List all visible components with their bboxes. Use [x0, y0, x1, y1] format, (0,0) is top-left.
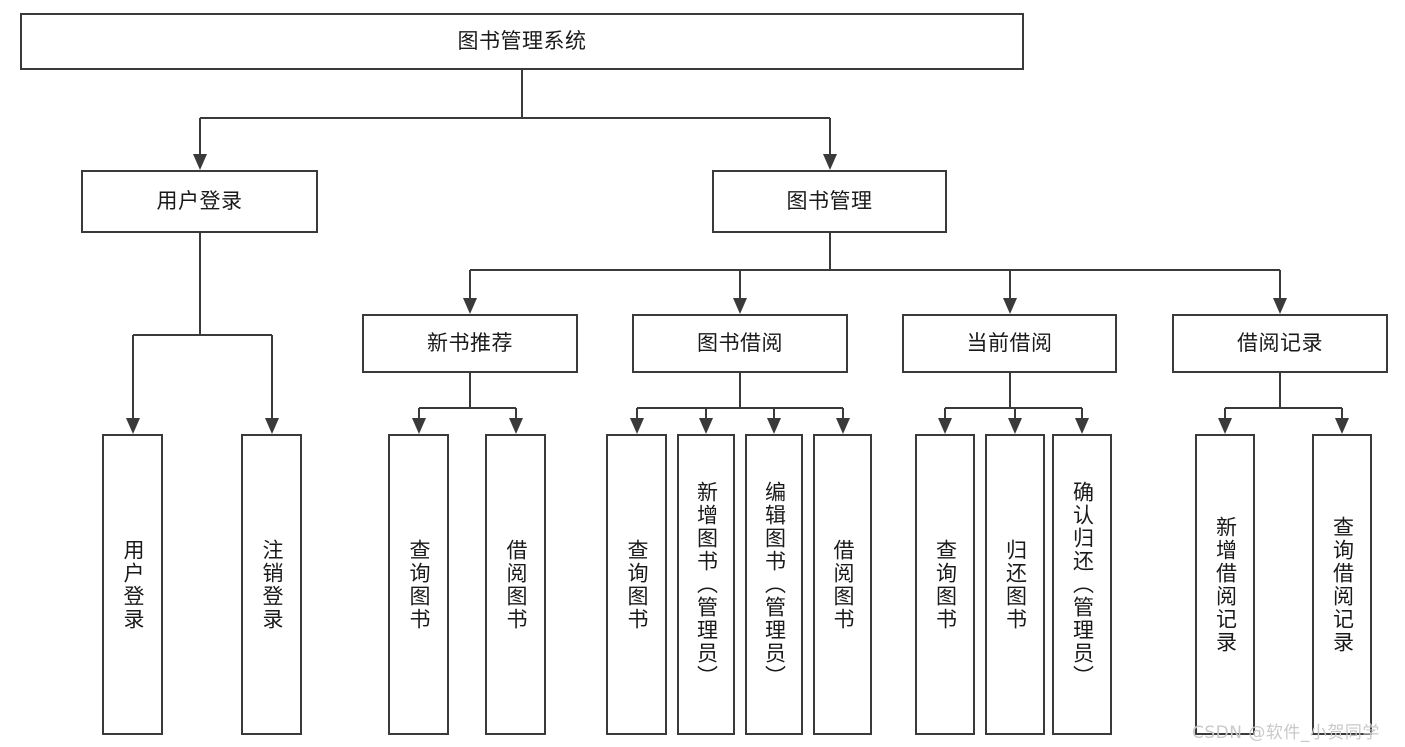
- node-leaf-edit-book[interactable]: 编辑图书（管理员）: [745, 434, 803, 735]
- connector-drop-leaf-return-book: [1014, 408, 1016, 419]
- node-current-borrow[interactable]: 当前借阅: [902, 314, 1117, 373]
- node-book-manage[interactable]: 图书管理: [712, 170, 947, 233]
- connector-bus-current-borrow: [945, 407, 1082, 409]
- connector-drop-leaf-query-book-borrow: [635, 408, 638, 419]
- connector-drop-user-login: [198, 118, 201, 155]
- connector-drop-book-manage: [828, 118, 831, 155]
- node-label-current-borrow: 当前借阅: [966, 331, 1053, 356]
- node-label-borrow-record: 借阅记录: [1237, 331, 1323, 356]
- arrow-head-icon: [125, 418, 140, 434]
- connector-drop-leaf-borrow-book-rec: [514, 408, 517, 419]
- node-label-leaf-return-book: 归还图书: [1003, 538, 1028, 631]
- connector-stem-book-manage: [828, 233, 831, 270]
- connector-drop-current-borrow: [1008, 270, 1011, 299]
- node-label-leaf-user-login: 用户登录: [121, 538, 145, 631]
- node-leaf-query-book-borrow[interactable]: 查询图书: [606, 434, 667, 735]
- node-leaf-add-record[interactable]: 新增借阅记录: [1195, 434, 1255, 735]
- connector-drop-leaf-add-record: [1224, 408, 1226, 419]
- connector-bus-borrow-record: [1225, 407, 1342, 409]
- node-leaf-query-book-current[interactable]: 查询图书: [915, 434, 975, 735]
- node-label-leaf-query-book-current: 查询图书: [933, 538, 958, 631]
- arrow-head-icon: [767, 418, 781, 434]
- connector-drop-leaf-borrow-book: [841, 408, 844, 419]
- connector-stem-borrow-record: [1279, 373, 1281, 408]
- connector-stem-root: [521, 70, 523, 118]
- arrow-head-icon: [938, 418, 952, 434]
- connector-bus-book-borrow: [636, 407, 843, 409]
- node-label-leaf-edit-book: 编辑图书（管理员）: [762, 481, 787, 688]
- node-borrow-record[interactable]: 借阅记录: [1172, 314, 1388, 373]
- node-book-borrow[interactable]: 图书借阅: [632, 314, 848, 373]
- arrow-head-icon: [1008, 418, 1022, 434]
- node-label-leaf-add-record: 新增借阅记录: [1213, 515, 1238, 654]
- arrow-head-icon: [835, 418, 850, 434]
- connector-bus-new-book-rec: [418, 407, 516, 409]
- node-user-login[interactable]: 用户登录: [81, 170, 318, 233]
- node-label-root: 图书管理系统: [457, 29, 587, 54]
- arrow-head-icon: [411, 418, 426, 434]
- node-leaf-query-record[interactable]: 查询借阅记录: [1312, 434, 1372, 735]
- connector-drop-leaf-user-login: [131, 335, 134, 419]
- connector-stem-current-borrow: [1008, 373, 1011, 408]
- arrow-head-icon: [733, 298, 747, 314]
- arrow-head-icon: [264, 418, 279, 434]
- connector-bus-user-login: [132, 334, 272, 336]
- node-label-user-login: 用户登录: [156, 189, 243, 214]
- arrow-head-icon: [1273, 298, 1287, 314]
- connector-drop-leaf-add-book: [705, 408, 707, 419]
- watermark-label: CSDN @软件_小贺同学: [1192, 723, 1380, 743]
- node-label-leaf-query-record: 查询借阅记录: [1330, 515, 1355, 654]
- arrow-head-icon: [1075, 418, 1089, 434]
- arrow-head-icon: [1335, 418, 1349, 434]
- connector-bus-root: [199, 117, 830, 119]
- arrow-head-icon: [463, 298, 477, 314]
- node-leaf-confirm-return[interactable]: 确认归还（管理员）: [1052, 434, 1112, 735]
- connector-drop-leaf-edit-book: [773, 408, 775, 419]
- arrow-head-icon: [508, 418, 523, 434]
- node-leaf-add-book[interactable]: 新增图书（管理员）: [677, 434, 735, 735]
- arrow-head-icon: [1218, 418, 1232, 434]
- connector-drop-borrow-record: [1279, 270, 1281, 299]
- arrow-head-icon: [192, 154, 207, 170]
- connector-drop-leaf-confirm-return: [1081, 408, 1083, 419]
- arrow-head-icon: [1002, 298, 1017, 314]
- node-root[interactable]: 图书管理系统: [20, 13, 1024, 70]
- connector-stem-book-borrow: [739, 373, 741, 408]
- node-label-leaf-borrow-book-rec: 借阅图书: [504, 538, 528, 631]
- connector-drop-book-borrow: [739, 270, 741, 299]
- arrow-head-icon: [699, 418, 713, 434]
- node-leaf-logout[interactable]: 注销登录: [241, 434, 302, 735]
- arrow-head-icon: [629, 418, 644, 434]
- node-leaf-query-book-rec[interactable]: 查询图书: [388, 434, 449, 735]
- node-label-leaf-query-book-rec: 查询图书: [407, 538, 431, 631]
- connector-drop-leaf-logout: [270, 335, 273, 419]
- node-label-book-manage: 图书管理: [786, 189, 873, 214]
- node-label-leaf-confirm-return: 确认归还（管理员）: [1070, 481, 1095, 688]
- connector-stem-new-book-rec: [469, 373, 471, 408]
- node-label-leaf-query-book-borrow: 查询图书: [625, 538, 649, 631]
- node-leaf-borrow-book[interactable]: 借阅图书: [813, 434, 872, 735]
- node-leaf-borrow-book-rec[interactable]: 借阅图书: [485, 434, 546, 735]
- connector-drop-new-book-rec: [469, 270, 471, 299]
- connector-drop-leaf-query-record: [1341, 408, 1343, 419]
- node-label-book-borrow: 图书借阅: [697, 331, 783, 356]
- connector-drop-leaf-query-book-current: [944, 408, 946, 419]
- node-label-new-book-rec: 新书推荐: [427, 331, 513, 356]
- node-label-leaf-borrow-book: 借阅图书: [831, 538, 855, 631]
- connector-bus-book-manage: [470, 269, 1280, 271]
- arrow-head-icon: [822, 154, 837, 170]
- node-label-leaf-logout: 注销登录: [260, 538, 284, 631]
- node-label-leaf-add-book: 新增图书（管理员）: [694, 481, 719, 688]
- connector-stem-user-login: [198, 233, 201, 335]
- node-leaf-return-book[interactable]: 归还图书: [985, 434, 1045, 735]
- connector-drop-leaf-query-book-rec: [417, 408, 420, 419]
- node-leaf-user-login[interactable]: 用户登录: [102, 434, 163, 735]
- node-new-book-rec[interactable]: 新书推荐: [362, 314, 578, 373]
